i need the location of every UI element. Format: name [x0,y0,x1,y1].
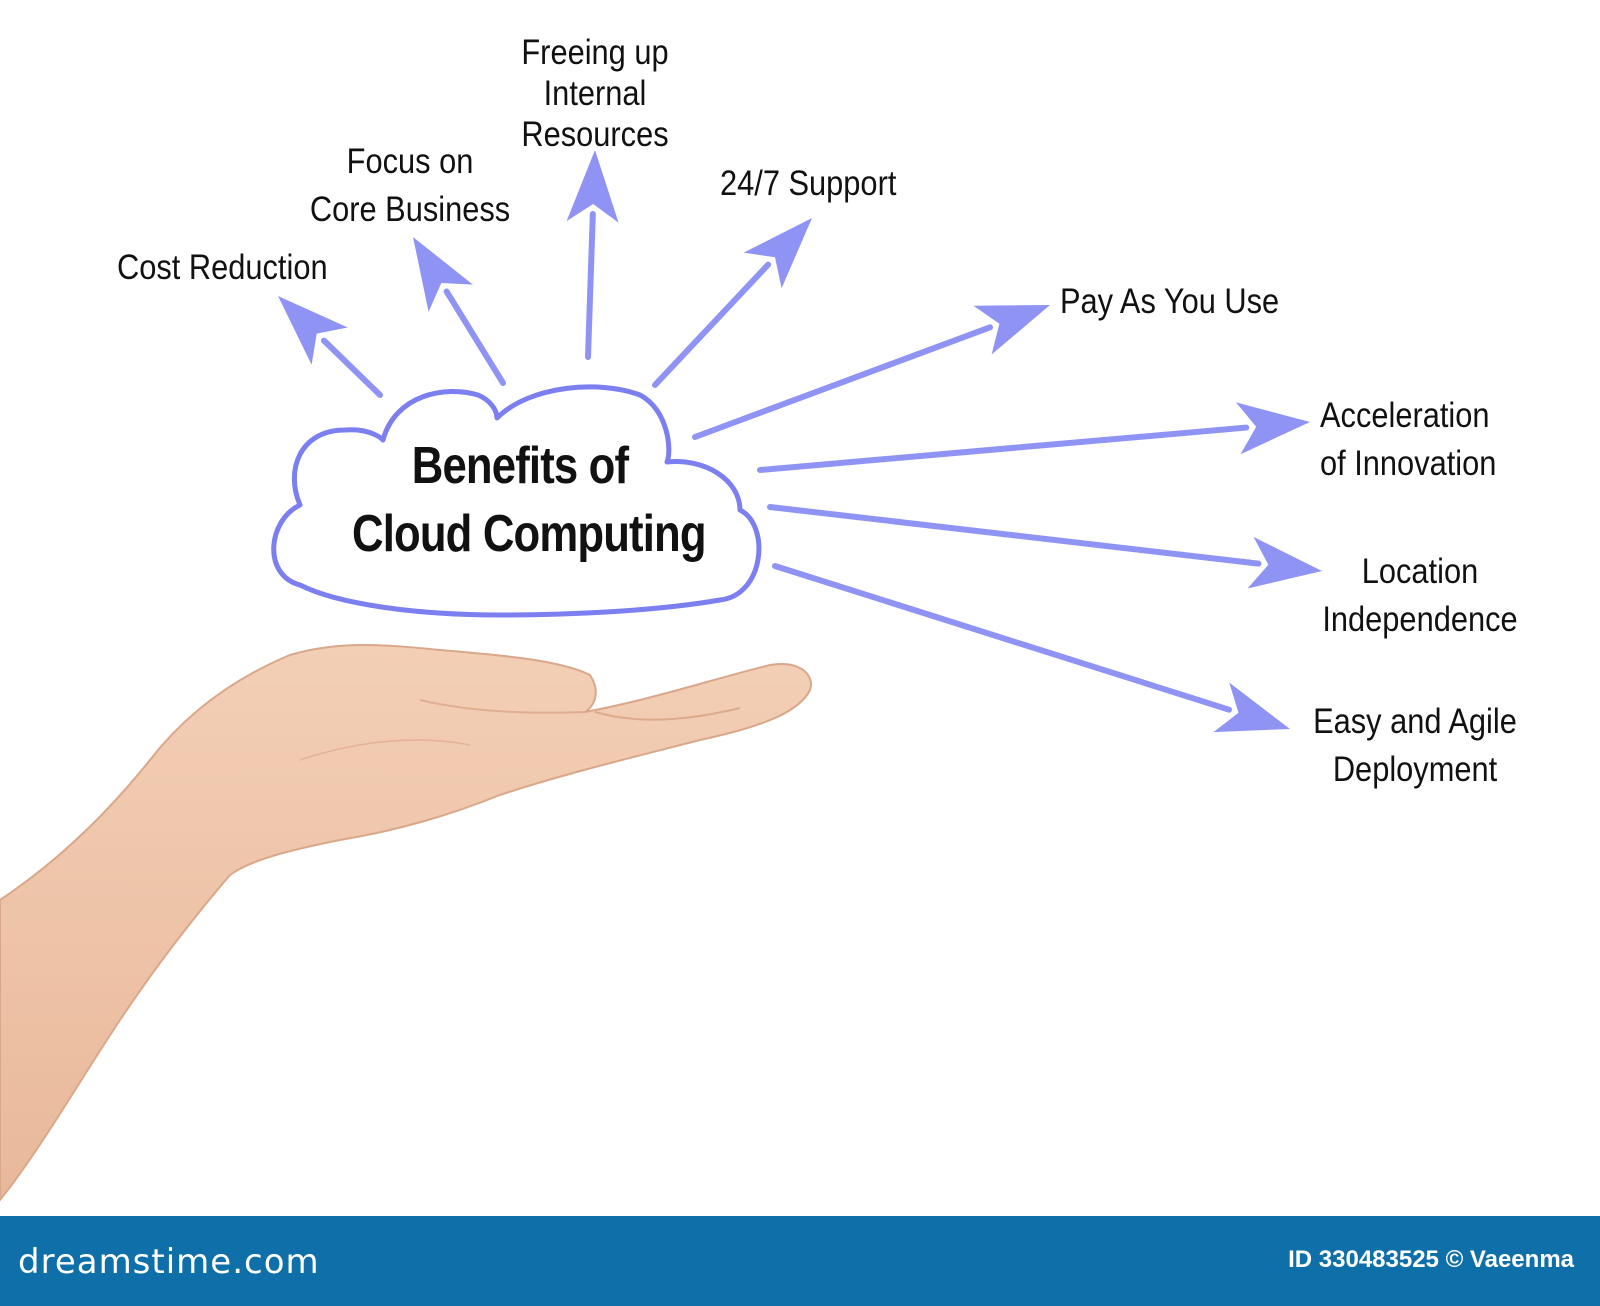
arrow-focus-core-business-shaft [443,288,506,386]
arrow-location-independence-head [1247,536,1322,589]
benefit-line: 24/7 Support [720,164,897,203]
benefit-line: Independence [1322,600,1518,639]
benefit-line: Acceleration [1320,396,1490,435]
arrow-freeing-internal-resources-head [566,150,619,223]
benefit-label-acceleration-innovation: Acceleration of Innovation [1320,392,1496,488]
benefit-label-cost-reduction: Cost Reduction [117,244,328,292]
benefit-line: Focus on [346,142,474,181]
open-hand-image [0,644,812,1202]
arrow-freeing-internal-resources-shaft [585,210,596,360]
benefit-label-location-independence: Location Independence [1306,548,1535,644]
benefit-label-focus-core-business: Focus on Core Business [300,138,520,234]
benefit-line: Core Business [309,190,511,229]
benefit-line: of Innovation [1320,444,1497,483]
benefit-line: Cost Reduction [117,248,328,287]
arrow-pay-as-you-use-head [973,305,1050,355]
center-title-line-1: Benefits of [411,437,629,495]
benefit-label-freeing-internal-resources: Freeing up Internal Resources [507,32,683,155]
footer-bar: dreamstime.com ID 330483525 © Vaeenma [0,1216,1600,1306]
arrow-pay-as-you-use-shaft [692,324,994,440]
benefit-line: Freeing up [521,33,669,72]
arrow-cost-reduction-head [278,296,348,365]
arrow-cost-reduction-shaft [320,337,383,398]
benefit-line: Internal [543,74,647,113]
center-title: Benefits of Cloud Computing [352,432,707,568]
arrow-acceleration-innovation-head [1236,402,1310,455]
arrow-24-7-support-shaft [652,261,772,388]
benefit-line: Location [1361,552,1479,591]
center-title-line-2: Cloud Computing [352,505,707,563]
arrow-location-independence-shaft [767,504,1262,567]
benefit-line: Resources [521,115,669,154]
benefit-label-24-7-support: 24/7 Support [720,160,896,208]
arrow-easy-agile-deployment-shaft [772,563,1232,713]
benefit-label-easy-agile-deployment: Easy and Agile Deployment [1301,698,1530,794]
footer-brand: dreamstime.com [18,1242,320,1282]
benefit-line: Deployment [1332,750,1498,789]
benefit-line: Easy and Agile [1313,702,1517,741]
arrow-easy-agile-deployment-head [1213,682,1290,733]
arrow-group [278,150,1322,733]
arrow-focus-core-business-head [413,237,473,312]
cloud-shape [271,384,762,618]
arrow-acceleration-innovation-shaft [757,424,1250,473]
arrow-24-7-support-head [743,218,812,289]
benefit-line: Pay As You Use [1060,282,1280,321]
benefit-label-pay-as-you-use: Pay As You Use [1060,278,1279,326]
footer-credit: ID 330483525 © Vaeenma [1288,1246,1574,1273]
